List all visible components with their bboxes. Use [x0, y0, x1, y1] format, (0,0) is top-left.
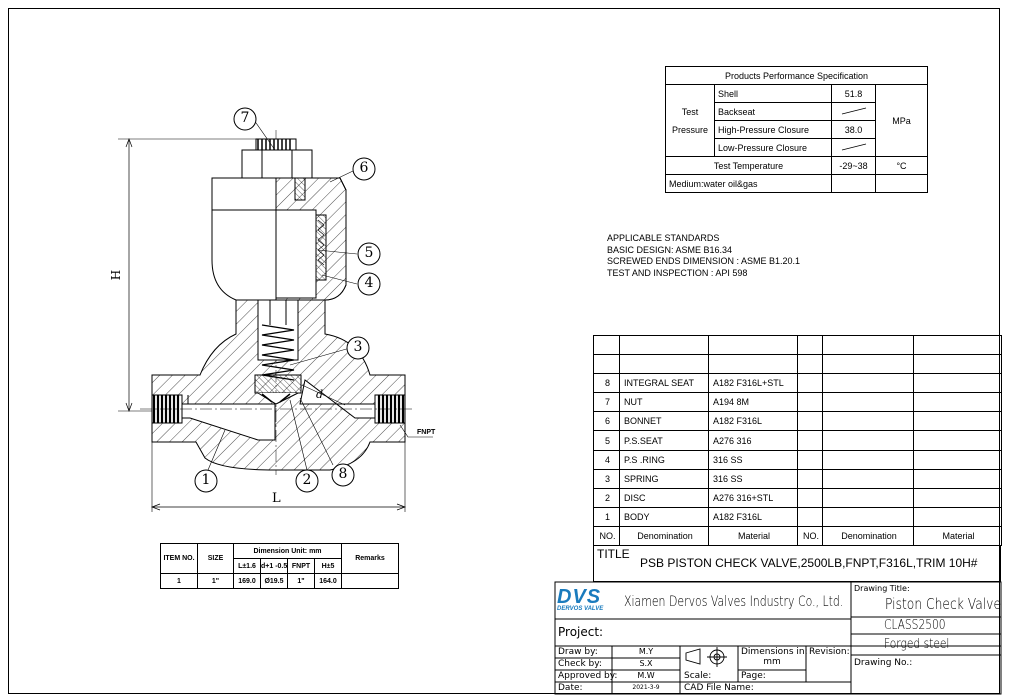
bom-empty-row — [593, 334, 1002, 356]
balloon-1 — [194, 469, 218, 493]
test-pressure-label-2: Pressure — [671, 124, 708, 135]
standards-test-inspection: TEST AND INSPECTION : API 598 — [607, 267, 748, 278]
balloon-1-label: 1 — [201, 472, 211, 488]
test-pressure-label: Test Pressure — [665, 84, 715, 157]
date-value: 2021-3-9 — [632, 684, 660, 691]
balloon-4 — [357, 272, 381, 296]
dim-header-item: ITEM NO. — [160, 543, 198, 574]
dim-sub-fnpt: FNPT — [287, 558, 315, 574]
dim-header-size: SIZE — [197, 543, 234, 574]
projection-symbol — [685, 647, 727, 667]
check-by-value: S.X — [639, 659, 653, 668]
cad-file-label: CAD File Name: — [684, 683, 754, 693]
revision-label: Revision: — [809, 647, 850, 657]
test-pressure-label-1: Test — [681, 106, 699, 117]
drawing-title-value: Piston Check Valve — [885, 595, 1002, 613]
performance-spec-table: Products Performance Specification Test … — [665, 66, 928, 193]
dim-l-label: L — [272, 491, 281, 506]
dim-sub-h: H±5 — [314, 558, 342, 574]
dimensions-label: Dimensions in: — [741, 647, 808, 657]
drawing-title-label: Drawing Title: — [854, 584, 910, 593]
dim-d-label: d — [316, 388, 324, 401]
balloon-2-label: 2 — [302, 472, 312, 488]
applicable-standards: APPLICABLE STANDARDS BASIC DESIGN: ASME … — [607, 233, 800, 279]
drawing-title-main: PSB PISTON CHECK VALVE,2500LB,FNPT,F316L… — [640, 556, 978, 570]
balloon-layer: 7 6 5 4 3 1 2 8 H L d FNPT — [0, 0, 600, 540]
medium-text: Medium:water oil&gas — [665, 174, 832, 193]
balloon-6 — [352, 157, 376, 181]
pressure-unit: MPa — [875, 84, 928, 157]
company-logo: DVS DERVOS VALVE — [557, 586, 617, 616]
page-label: Page: — [741, 671, 766, 681]
date-label: Date: — [558, 683, 583, 693]
project-label: Project: — [558, 625, 604, 639]
balloon-8-label: 8 — [338, 466, 348, 482]
drawing-no-label: Drawing No.: — [854, 658, 913, 668]
standards-basic-design: BASIC DESIGN: ASME B16.34 — [607, 244, 733, 255]
approved-by-value: M.W — [637, 671, 655, 680]
material-desc: Forged steel — [884, 637, 950, 652]
bom-header-row: NO. Denomination Material NO. Denominati… — [593, 525, 1002, 547]
dim-header-remarks: Remarks — [341, 543, 399, 574]
dim-sub-l: L±1.6 — [233, 558, 261, 574]
spec-row-backseat-value — [831, 102, 876, 121]
class-value: CLASS2500 — [884, 618, 946, 633]
approved-by-label: Approved by: — [558, 671, 618, 681]
balloon-6-label: 6 — [359, 160, 369, 176]
balloon-7-label: 7 — [240, 110, 250, 126]
nut — [241, 149, 313, 179]
title-label: TITLE — [597, 547, 630, 561]
logo-subtext: DERVOS VALVE — [557, 606, 604, 612]
standards-heading: APPLICABLE STANDARDS — [607, 233, 720, 243]
balloon-2 — [295, 469, 319, 493]
standards-screwed-ends: SCREWED ENDS DIMENSION : ASME B1.20.1 — [607, 256, 801, 266]
check-by-label: Check by: — [558, 659, 602, 669]
dimensions-unit: mm — [763, 657, 781, 667]
balloon-5-label: 5 — [364, 245, 374, 261]
balloon-5 — [357, 242, 381, 266]
dim-sub-d: d+1 -0.5 — [260, 558, 288, 574]
balloon-3-label: 3 — [353, 339, 363, 355]
scale-label: Scale: — [684, 671, 712, 681]
draw-by-label: Draw by: — [558, 647, 598, 657]
dimension-table: ITEM NO. SIZE Dimension Unit: mm Remarks… — [160, 543, 399, 589]
company-name: Xiamen Dervos Valves Industry Co., Ltd. — [624, 594, 844, 610]
balloon-8 — [331, 463, 355, 487]
draw-by-value: M.Y — [638, 647, 654, 656]
dim-row: 1 1" 169.0 Ø19.5 1" 164.0 — [160, 573, 399, 589]
spring — [261, 324, 295, 381]
balloon-4-label: 4 — [364, 275, 374, 291]
balloon-7 — [233, 107, 257, 131]
dim-header-unit: Dimension Unit: mm — [233, 543, 342, 559]
logo-text: DVS — [557, 586, 602, 608]
balloon-3 — [346, 336, 370, 360]
valve-section-drawing — [118, 119, 433, 512]
fnpt-label: FNPT — [417, 429, 436, 436]
